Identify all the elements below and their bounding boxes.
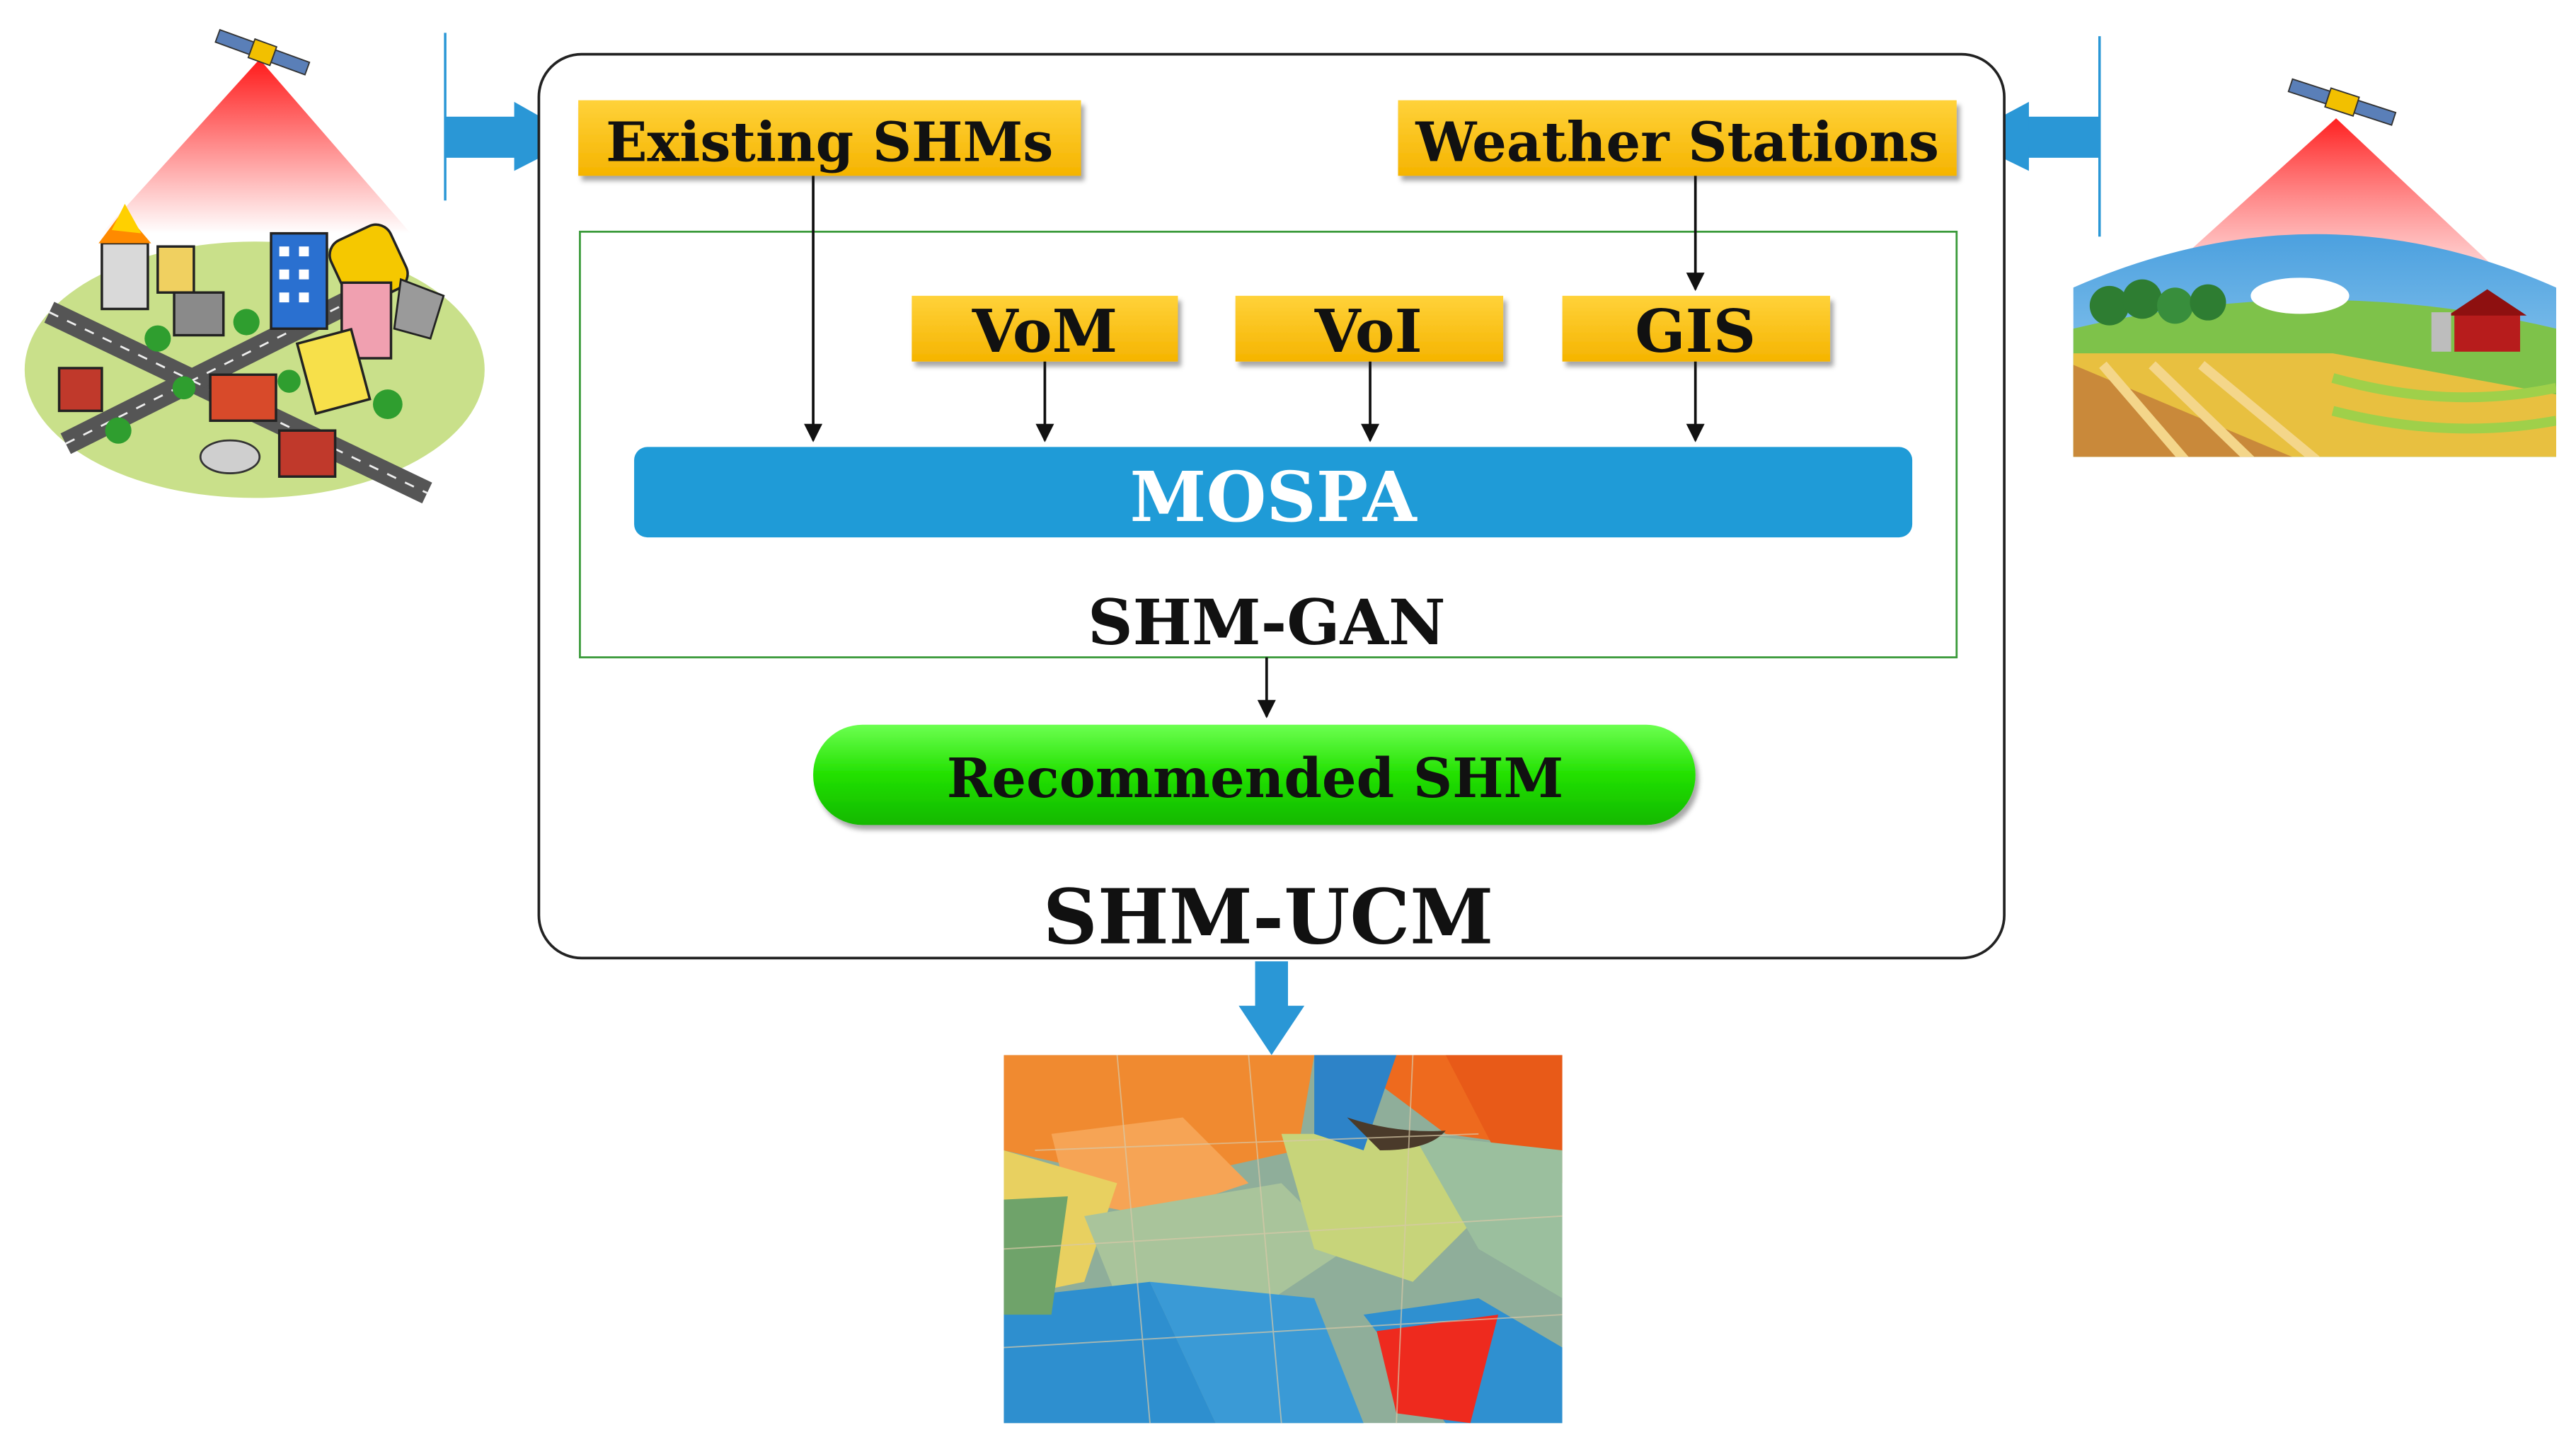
recommended-shm-pill	[813, 724, 1696, 825]
shm-ucm-label: SHM-UCM	[1043, 873, 1494, 961]
weather-stations-box	[1398, 100, 1957, 176]
existing-shms-label: Existing SHMs	[606, 110, 1053, 174]
mospa-label: MOSPA	[1130, 456, 1418, 537]
weather-stations-label: Weather Stations	[1415, 110, 1939, 174]
voi-label: VoI	[1314, 297, 1422, 366]
existing-shms-box	[578, 100, 1081, 176]
satellite-urban-icon	[24, 28, 485, 504]
shm-gan-label: SHM-GAN	[1088, 585, 1446, 659]
vom-box	[912, 295, 1178, 362]
flow-arrows	[804, 176, 1705, 719]
gis-label: GIS	[1635, 297, 1756, 366]
gis-box	[1562, 295, 1831, 362]
mospa-bar	[634, 447, 1913, 538]
output-arrow	[1238, 961, 1305, 1055]
inner-frame	[579, 230, 1958, 658]
satellite-farmland-icon	[2073, 78, 2557, 457]
voi-box	[1235, 295, 1504, 362]
land-parcel-map	[1004, 1055, 1563, 1424]
vom-label: VoM	[972, 297, 1117, 366]
recommended-shm-label: Recommended SHM	[947, 747, 1564, 811]
